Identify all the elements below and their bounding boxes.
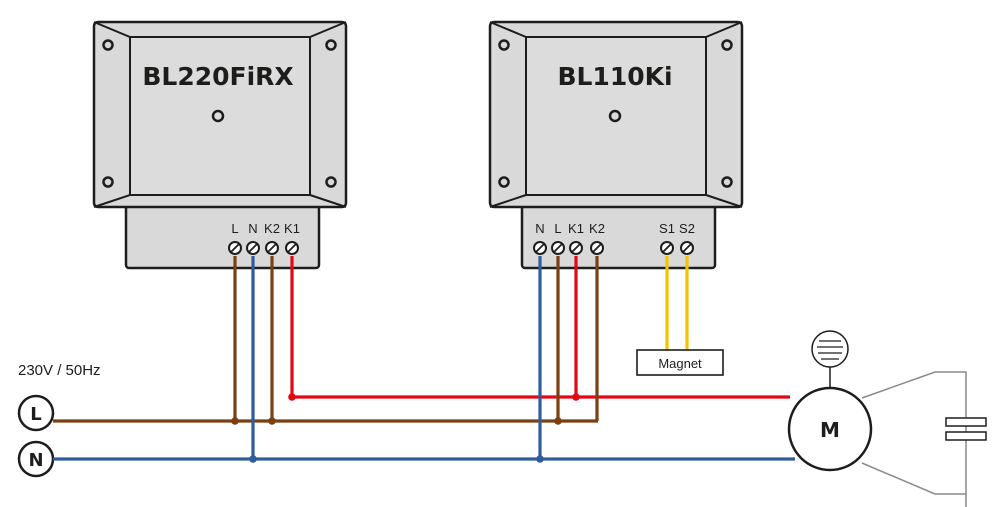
device-title: BL110Ki (557, 62, 672, 91)
junction-dot (572, 393, 580, 401)
center-screw (608, 109, 622, 123)
mount-hole (325, 39, 337, 51)
device-bl220firx: BL220FiRX L N K2 K1 (92, 20, 348, 270)
mount-hole (498, 176, 510, 188)
capacitor-icon (945, 417, 987, 441)
screw-terminal (680, 241, 694, 255)
wires (62, 256, 795, 461)
mount-hole (721, 39, 733, 51)
magnet-sensor: Magnet (636, 349, 724, 376)
screw-terminal (228, 241, 242, 255)
screw-terminal (265, 241, 279, 255)
junction-dot (554, 417, 562, 425)
screw-terminal (660, 241, 674, 255)
terminal-housing (124, 203, 321, 270)
terminal-label-k2: K2 (589, 221, 605, 236)
junction-dot (231, 417, 239, 425)
junction-dot (249, 455, 257, 463)
terminal-label-k1: K1 (568, 221, 584, 236)
mount-hole (721, 176, 733, 188)
terminal-label-k2: K2 (264, 221, 280, 236)
supply-n-label: N (28, 450, 43, 471)
supply-terminal-l: L (17, 394, 55, 432)
mount-hole (325, 176, 337, 188)
terminal-label-s2: S2 (679, 221, 695, 236)
mount-hole (498, 39, 510, 51)
terminal-label-n: N (248, 221, 257, 236)
device-title: BL220FiRX (142, 62, 293, 91)
motor-icon (787, 386, 873, 472)
junctions (231, 393, 580, 463)
terminal-label-n: N (535, 221, 544, 236)
limit-switch-icon (811, 330, 849, 368)
screw-terminal (285, 241, 299, 255)
center-screw (211, 109, 225, 123)
terminal-label-l: L (231, 221, 238, 236)
device-lid (525, 36, 707, 196)
screw-terminal (590, 241, 604, 255)
magnet-label: Magnet (658, 356, 702, 371)
magnet-box (636, 349, 724, 376)
supply-l-label: L (30, 404, 41, 425)
supply-voltage-label: 230V / 50Hz (18, 362, 101, 379)
terminal-label-s1: S1 (659, 221, 675, 236)
junction-dot (268, 417, 276, 425)
terminal-label-l: L (554, 221, 561, 236)
junction-dot (536, 455, 544, 463)
motor: M (787, 330, 987, 507)
device-lid (129, 36, 311, 196)
motor-label: M (820, 418, 840, 442)
supply-terminal-n: N (17, 440, 55, 478)
screw-terminal (551, 241, 565, 255)
screw-terminal (533, 241, 547, 255)
junction-dot (288, 393, 296, 401)
device-bl110ki: BL110Ki N L K1 K2 S1 S2 (488, 20, 744, 270)
mount-hole (102, 39, 114, 51)
mount-hole (102, 176, 114, 188)
screw-terminal (569, 241, 583, 255)
terminal-label-k1: K1 (284, 221, 300, 236)
screw-terminal (246, 241, 260, 255)
